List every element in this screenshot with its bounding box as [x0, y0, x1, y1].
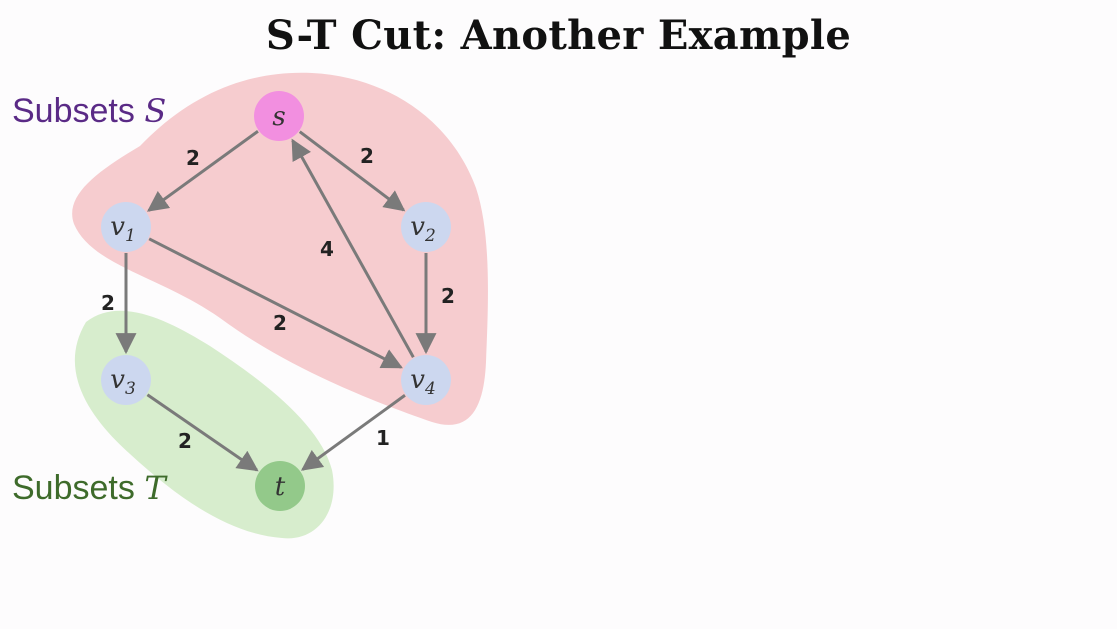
- edge-label-v4-t: 1: [376, 426, 390, 450]
- edge-label-s-v1: 2: [186, 146, 200, 170]
- edge-v4-s: [291, 138, 415, 359]
- edge-label-s-v2: 2: [360, 144, 374, 168]
- node-v1[interactable]: v1: [101, 202, 151, 252]
- edge-label-v2-v4: 2: [441, 284, 455, 308]
- edge-label-v1-v3: 2: [101, 291, 115, 315]
- edge-label-v3-t: 2: [178, 429, 192, 453]
- slide-title: S-T Cut: Another Example: [265, 12, 852, 59]
- source-set-region: [72, 72, 488, 425]
- node-v3-label: v3: [110, 365, 136, 399]
- node-s-label: s: [272, 102, 285, 132]
- sink-set-label: Subsets T: [12, 469, 168, 507]
- edge-s-v1: [146, 130, 259, 212]
- node-v2-label: v2: [410, 212, 436, 246]
- sink-set-symbol: T: [144, 469, 168, 507]
- edge-v4-t: [300, 394, 406, 471]
- node-v1-label: v1: [110, 212, 136, 246]
- sink-set-label-text: Subsets: [12, 469, 144, 507]
- edge-s-v2: [298, 130, 406, 212]
- node-v2[interactable]: v2: [401, 202, 451, 252]
- edge-v1-v4: [148, 237, 403, 369]
- node-t[interactable]: t: [255, 461, 305, 511]
- node-t-label: t: [275, 472, 286, 502]
- node-v3[interactable]: v3: [101, 355, 151, 405]
- node-v4[interactable]: v4: [401, 355, 451, 405]
- source-set-label: Subsets S: [12, 92, 166, 130]
- edge-label-v4-s: 4: [320, 237, 334, 261]
- source-set-label-text: Subsets: [12, 92, 144, 130]
- source-set-symbol: S: [144, 92, 166, 130]
- edge-label-v1-v4: 2: [273, 311, 287, 335]
- edge-v3-t: [146, 393, 259, 472]
- node-s[interactable]: s: [254, 91, 304, 141]
- node-v4-label: v4: [410, 365, 436, 399]
